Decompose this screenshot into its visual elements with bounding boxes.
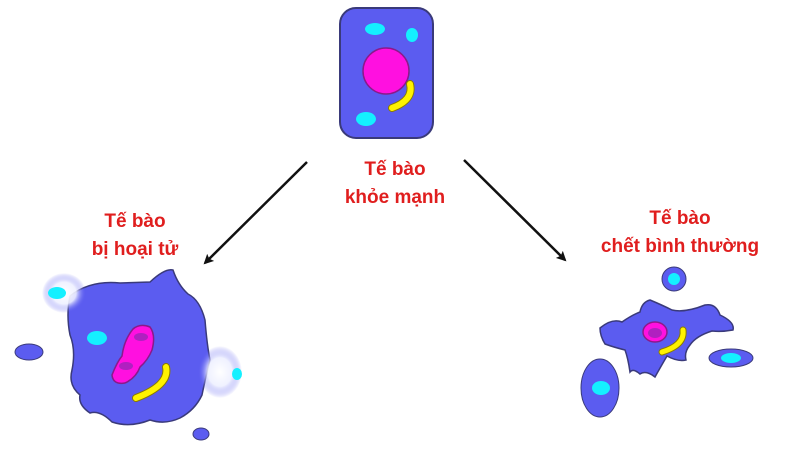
label-line: khỏe mạnh [344, 187, 446, 208]
apoptotic-organelle [668, 273, 680, 285]
apoptotic-organelle [592, 381, 610, 395]
healthy-mitochondrion [389, 81, 414, 111]
apoptotic-organelle [721, 353, 741, 363]
apoptotic-mitochondrion [659, 327, 686, 355]
healthy-organelle [365, 23, 385, 35]
necrotic-organelle [232, 368, 242, 380]
label-apoptotic-cell: Tế bào chết bình thường [580, 205, 780, 261]
necrotic-cell [14, 269, 242, 441]
arrow-to-necrotic [203, 161, 308, 265]
necrotic-nucleolus [134, 333, 148, 341]
necrotic-fragment [14, 343, 44, 361]
label-line: Tế bào [104, 211, 166, 232]
label-line: chết bình thường [600, 236, 760, 257]
necrotic-bleb [198, 346, 242, 398]
apoptotic-cell [580, 266, 754, 418]
healthy-cell [339, 7, 434, 139]
necrotic-nucleolus [119, 362, 133, 370]
label-line: Tế bào [364, 159, 426, 180]
label-necrotic-cell: Tế bào bị hoại tử [60, 208, 210, 264]
healthy-nucleus [362, 47, 410, 95]
necrotic-mitochondrion [133, 364, 170, 401]
apoptotic-cell-body [599, 299, 734, 379]
label-line: bị hoại tử [91, 239, 179, 260]
label-line: Tế bào [649, 208, 711, 229]
healthy-organelle [356, 112, 376, 126]
healthy-organelle [406, 28, 418, 42]
apoptotic-nucleolus [648, 328, 662, 338]
label-healthy-cell: Tế bào khỏe mạnh [330, 156, 460, 212]
necrotic-fragment [192, 427, 210, 441]
arrow-to-apoptotic [463, 159, 567, 262]
necrotic-organelle [48, 287, 66, 299]
necrotic-organelle [87, 331, 107, 345]
